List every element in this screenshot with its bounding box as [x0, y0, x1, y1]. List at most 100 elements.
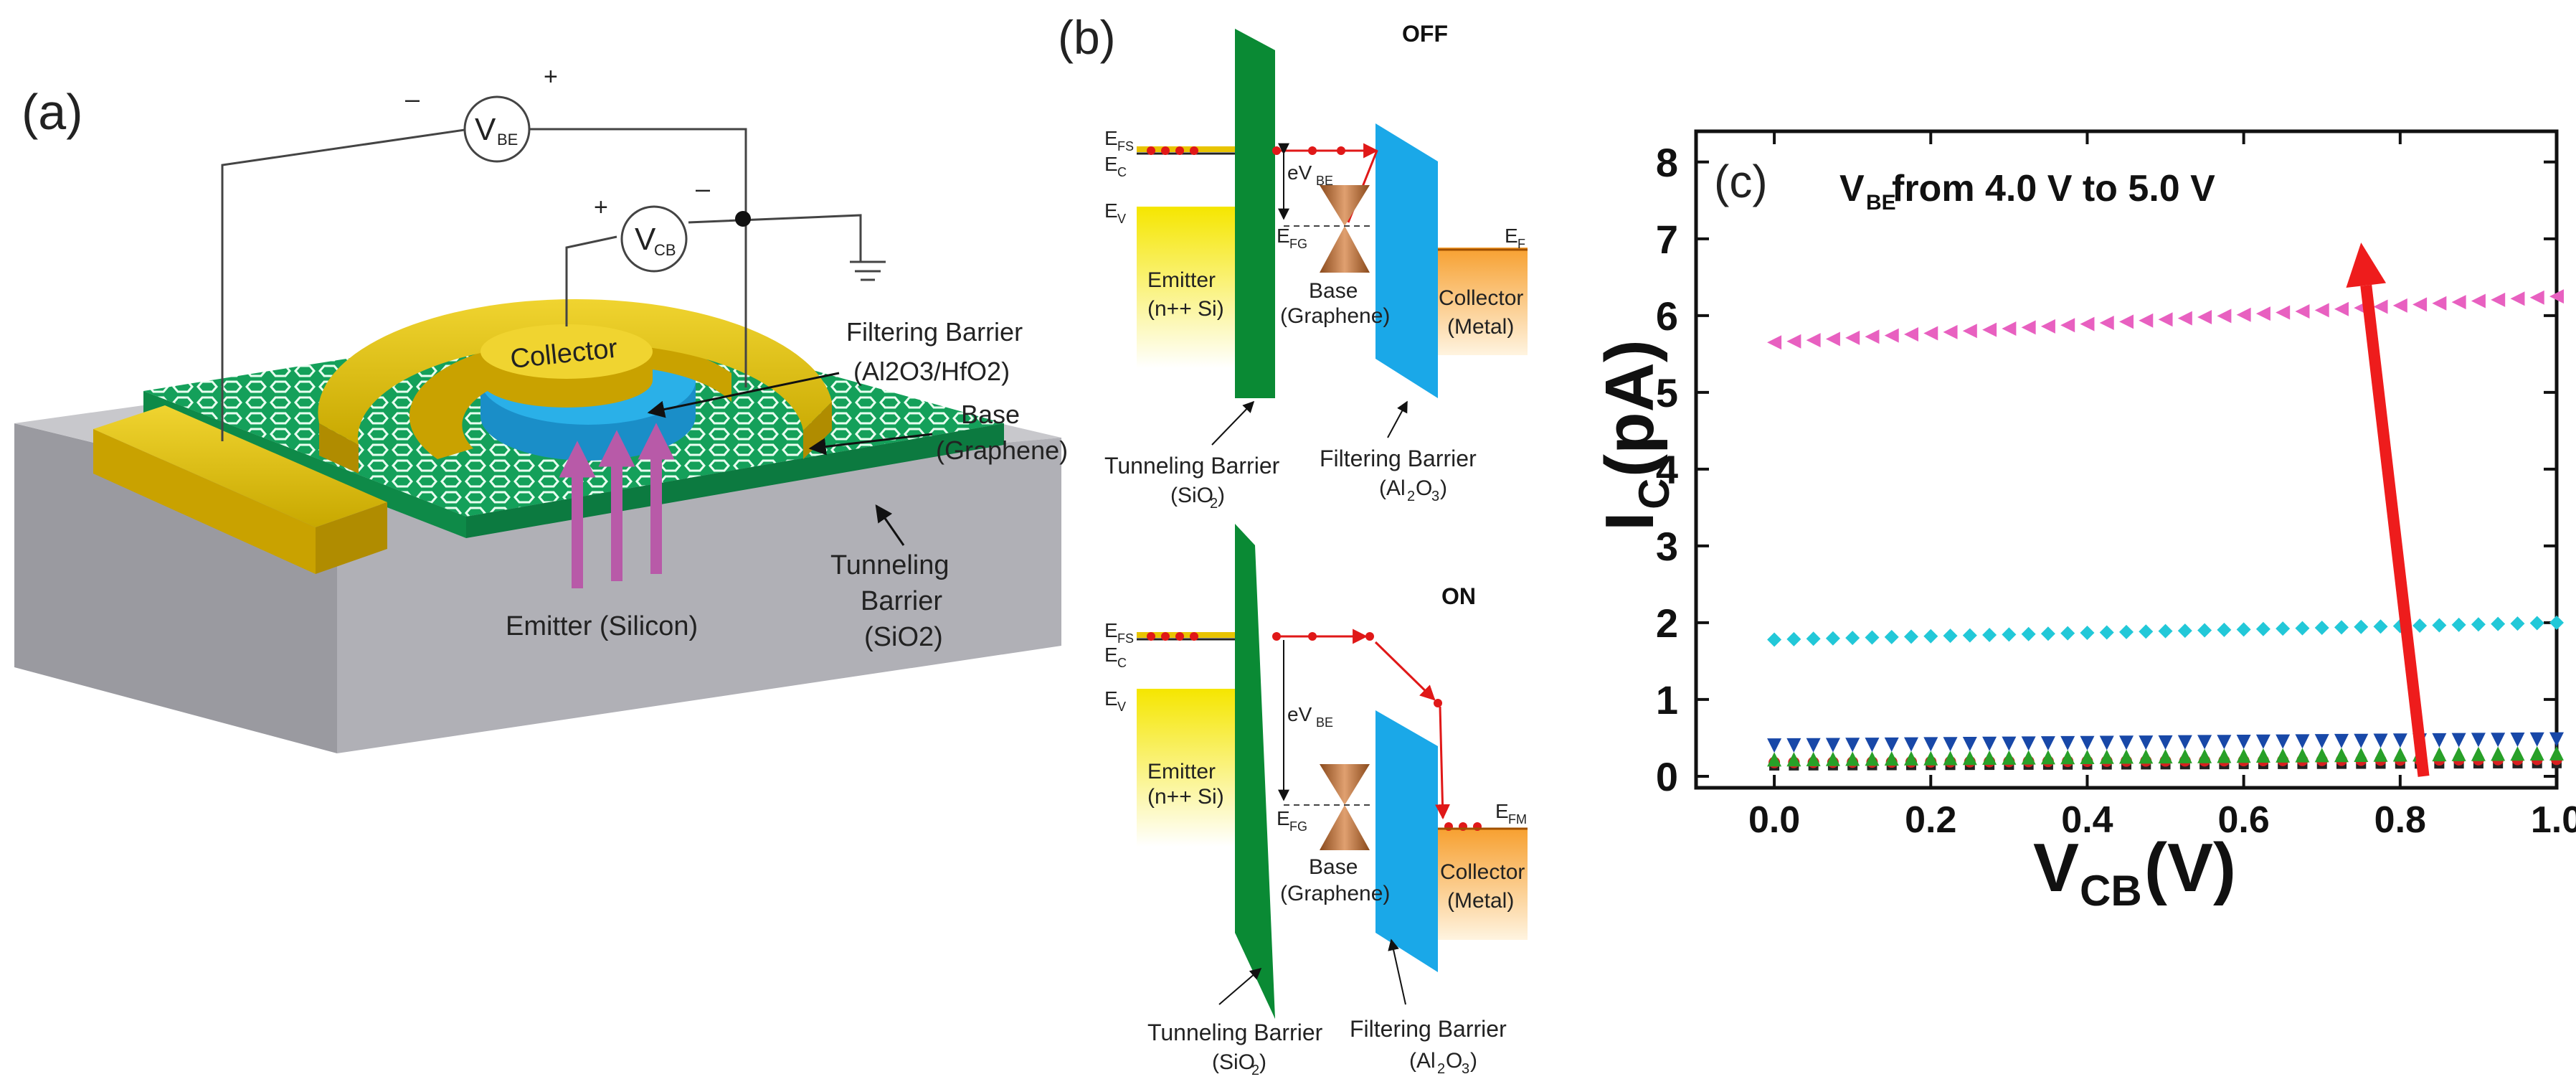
data-point — [1806, 738, 1821, 753]
data-point — [2373, 733, 2388, 748]
collector-cylinder: Collector — [480, 324, 653, 408]
data-point — [1904, 327, 1918, 342]
data-point — [1962, 324, 1977, 339]
data-point — [1786, 752, 1801, 767]
data-point — [2491, 733, 2506, 748]
data-point — [2295, 303, 2310, 319]
svg-text:E: E — [1277, 225, 1290, 247]
data-point — [2392, 733, 2407, 748]
svg-text:V: V — [1839, 168, 1865, 210]
vcb-sub: CB — [654, 241, 676, 259]
svg-text:3: 3 — [1462, 1061, 1469, 1077]
data-point — [1982, 627, 1997, 642]
data-point — [1767, 738, 1782, 753]
data-point — [2354, 619, 2369, 634]
data-point — [2236, 735, 2251, 750]
vbe-minus: – — [405, 84, 420, 113]
svg-text:C: C — [1117, 165, 1127, 179]
off-emitter-material: (n++ Si) — [1147, 297, 1224, 321]
data-point — [2139, 749, 2154, 764]
data-point — [1943, 629, 1958, 644]
data-point — [2255, 748, 2270, 763]
data-point — [2002, 627, 2017, 642]
data-point — [2158, 312, 2173, 327]
chart-plot-frame — [1694, 129, 2559, 790]
tunneling-label: Tunneling — [830, 550, 950, 580]
off-emitter-block — [1137, 207, 1237, 368]
on-tunneling-material: (SiO 2 ) — [1212, 1050, 1266, 1078]
data-point — [2354, 733, 2369, 748]
circuit-wires — [221, 128, 886, 441]
data-point — [2119, 749, 2134, 764]
off-base-material: (Graphene) — [1280, 304, 1390, 328]
svg-text:2: 2 — [1210, 496, 1218, 512]
svg-text:V: V — [2033, 829, 2079, 906]
data-point — [2549, 615, 2564, 630]
data-point — [2255, 306, 2270, 321]
data-point — [1982, 322, 1997, 337]
panel-a-label: (a) — [22, 84, 83, 140]
svg-text:V: V — [1117, 700, 1126, 714]
data-point — [1786, 334, 1801, 349]
data-point — [2314, 620, 2329, 635]
data-point — [1767, 752, 1782, 767]
data-point — [2217, 735, 2232, 750]
svg-text:): ) — [1218, 484, 1225, 507]
y-tick-label: 8 — [1656, 140, 1678, 185]
off-collector-material: (Metal) — [1447, 315, 1514, 339]
off-filtering-label: Filtering Barrier — [1320, 446, 1477, 471]
x-tick-label: 0.2 — [1905, 799, 1956, 841]
panel-c-label: (c) — [1714, 156, 1768, 207]
on-filtering-pointer — [1388, 938, 1406, 1005]
data-point — [1923, 750, 1938, 766]
data-point — [2080, 735, 2095, 750]
data-point — [1943, 737, 1958, 752]
svg-text:BE: BE — [1316, 174, 1333, 188]
data-point — [2177, 623, 2192, 639]
data-point — [2236, 622, 2251, 637]
vcb-meter: V CB + – — [594, 174, 710, 273]
data-point — [2002, 736, 2017, 751]
on-collector-material: (Metal) — [1447, 889, 1514, 913]
data-point — [2276, 621, 2291, 636]
data-point — [2080, 626, 2095, 641]
data-point — [2099, 749, 2114, 764]
data-point — [2080, 316, 2095, 331]
data-point — [2060, 735, 2075, 750]
off-base-label: Base — [1309, 279, 1358, 303]
off-collector-label: Collector — [1439, 286, 1523, 310]
data-point — [2412, 297, 2428, 312]
svg-text:C: C — [1117, 656, 1127, 670]
data-point — [2119, 314, 2134, 329]
data-point — [1884, 328, 1899, 343]
data-point — [2255, 734, 2270, 749]
on-filtering-label: Filtering Barrier — [1350, 1016, 1507, 1042]
data-point — [1923, 326, 1938, 341]
data-point — [2021, 626, 2036, 641]
svg-text:FS: FS — [1117, 631, 1134, 646]
svg-text:E: E — [1277, 807, 1290, 829]
data-point — [2373, 299, 2388, 314]
data-point — [2451, 295, 2466, 310]
data-point — [2491, 616, 2506, 631]
off-dirac-cone-top — [1320, 185, 1370, 226]
off-filtering-material: (Al 2 O 3 ) — [1379, 476, 1447, 504]
svg-text:O: O — [1446, 1049, 1462, 1073]
off-dirac-cone-bottom — [1320, 226, 1370, 273]
svg-text:(SiO: (SiO — [1212, 1050, 1255, 1074]
base-material: (Graphene) — [936, 436, 1068, 465]
data-point — [2529, 616, 2544, 631]
data-point — [2139, 735, 2154, 750]
tunneling-barrier-word: Barrier — [861, 586, 942, 616]
data-point — [2217, 748, 2232, 763]
off-filtering-barrier — [1375, 123, 1438, 398]
data-point — [2549, 289, 2564, 304]
data-point — [2158, 735, 2173, 750]
data-point — [1845, 631, 1860, 646]
data-point — [2510, 746, 2525, 761]
data-point — [2197, 623, 2212, 638]
data-point — [1923, 737, 1938, 752]
y-tick-label: 5 — [1656, 370, 1678, 415]
